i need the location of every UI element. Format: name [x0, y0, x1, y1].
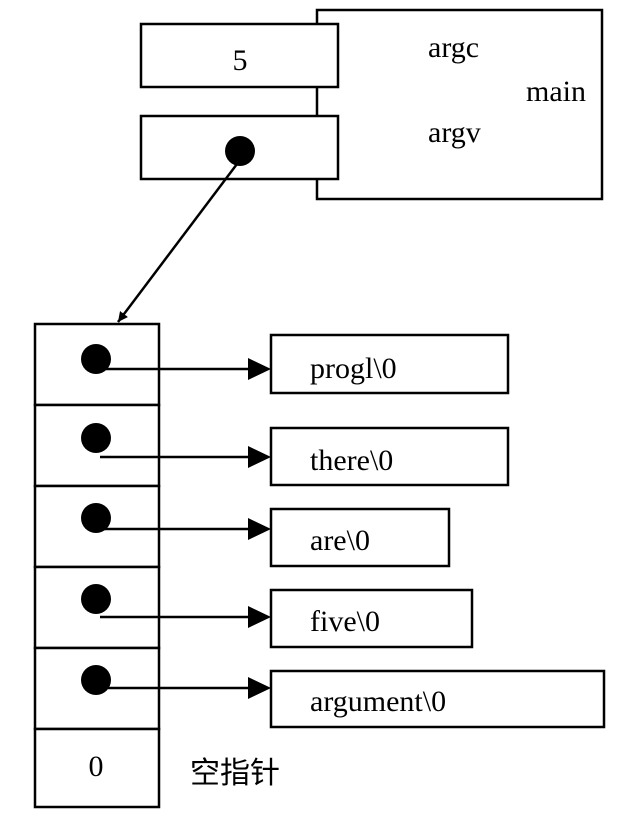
string-label-1: there\0 [310, 444, 393, 477]
argv-3-pointer-dot [81, 584, 111, 614]
string-label-2: are\0 [310, 524, 370, 557]
argv-array-null-cell [33, 727, 161, 809]
argv-label: argv [428, 116, 481, 149]
main-frame-title: main [526, 75, 586, 108]
main-frame [315, 8, 604, 201]
string-box-0 [269, 333, 510, 395]
argv-pointer-arrow [117, 159, 241, 323]
argc-label: argc [428, 31, 479, 64]
null-terminator-value: 0 [89, 750, 104, 783]
argv-3-arrow [100, 606, 271, 628]
argv-1-pointer-dot [81, 423, 111, 453]
null-pointer-note: 空指针 [190, 756, 280, 791]
string-box-2 [269, 507, 451, 568]
string-box-3 [269, 588, 474, 649]
argv-2-pointer-dot [81, 503, 111, 533]
string-label-0: progl\0 [310, 352, 397, 385]
argv-4-pointer-dot [81, 665, 111, 695]
argv-pointer-dot [225, 136, 255, 166]
argc-value: 5 [233, 44, 248, 77]
argv-0-pointer-dot [81, 344, 111, 374]
argv-4-arrow [100, 677, 271, 699]
string-box-4 [269, 669, 606, 729]
argv-2-arrow [100, 518, 271, 540]
argv-0-arrow [100, 358, 271, 380]
string-label-3: five\0 [310, 605, 380, 638]
argc-cell [139, 22, 340, 89]
string-box-1 [269, 426, 510, 487]
argv-1-arrow [100, 446, 271, 468]
string-label-4: argument\0 [310, 685, 446, 718]
